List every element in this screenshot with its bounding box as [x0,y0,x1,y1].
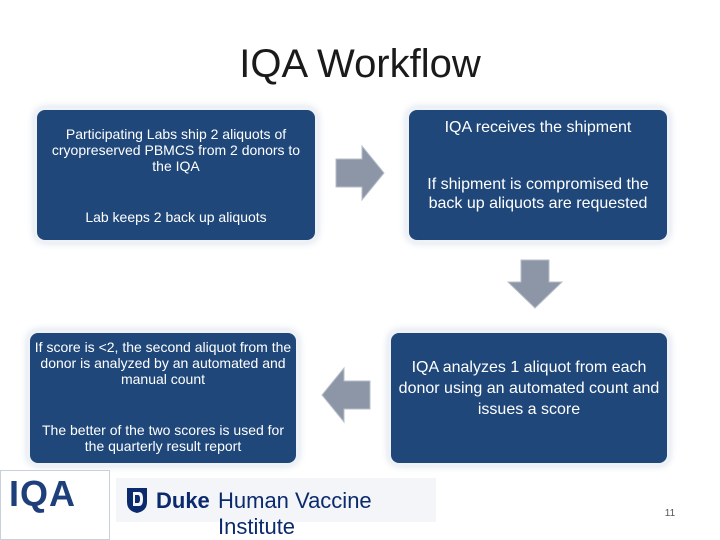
score-text-2: The better of the two scores is used for… [41,422,284,454]
slide-title: IQA Workflow [239,42,481,86]
duke-logo: Duke Human Vaccine Institute [116,478,436,539]
participating-text-2: Lab keeps 2 back up aliquots [85,209,267,225]
page-number: 11 [664,508,676,519]
participating-labs-box: Participating Labs ship 2 aliquots of cr… [37,110,315,240]
score-text-1: If score is <2, the second aliquot from … [34,339,292,387]
analyzes-text: IQA analyzes 1 aliquot from each donor u… [398,359,660,418]
score-box: If score is <2, the second aliquot from … [30,333,296,463]
iqa-analyzes-box: IQA analyzes 1 aliquot from each donor u… [391,333,667,463]
iqa-logo: IQA [0,470,110,540]
down-arrow-icon [506,259,564,309]
right-arrow-icon [335,144,385,202]
iqa-logo-text: IQA [9,473,77,514]
receives-text-2: If shipment is compromised the back up a… [427,176,649,212]
left-arrow-icon [321,366,371,424]
iqa-receives-box: IQA receives the shipment If shipment is… [409,110,667,240]
duke-shield-icon [127,488,147,513]
duke-logo-bold: Duke [156,488,210,513]
receives-text-1: IQA receives the shipment [444,119,632,136]
duke-logo-text: Human Vaccine Institute [218,488,372,539]
participating-text-1: Participating Labs ship 2 aliquots of cr… [51,126,301,174]
